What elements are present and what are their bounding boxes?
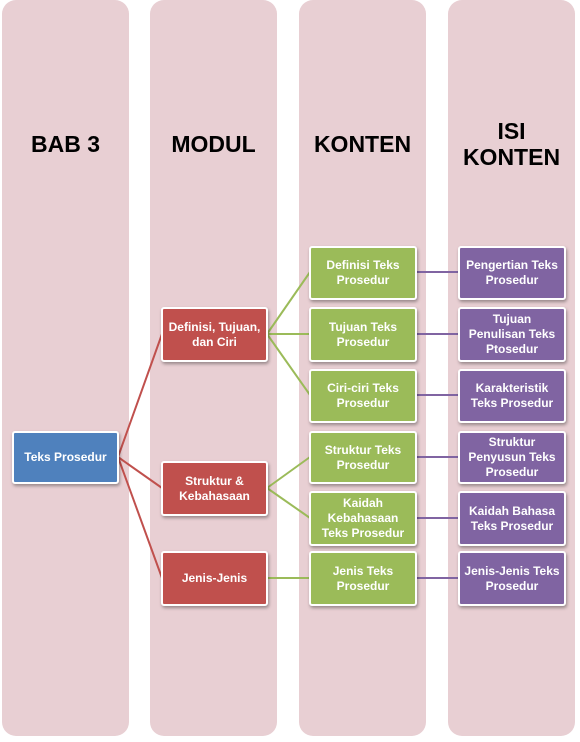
node-konten-4: Struktur Teks Prosedur — [309, 431, 417, 484]
column-title-bab: BAB 3 — [30, 131, 100, 157]
root-connectors — [117, 333, 163, 579]
node-isi-konten-2: Tujuan Penulisan Teks Ptosedur — [458, 307, 566, 362]
connector-modul-konten-3 — [266, 333, 311, 396]
connector-root-modul-3 — [117, 456, 163, 579]
node-konten-3: Ciri-ciri Teks Prosedur — [309, 369, 417, 423]
konten-connectors — [416, 271, 459, 579]
connector-modul-konten-5 — [266, 487, 311, 519]
connector-root-modul-2 — [117, 456, 163, 489]
node-isi-konten-6: Jenis-Jenis Teks Prosedur — [458, 551, 566, 606]
node-konten-2: Tujuan Teks Prosedur — [309, 307, 417, 362]
column-konten: KONTEN — [299, 0, 426, 736]
connector-modul-konten-1 — [266, 271, 311, 335]
column-title-isi-konten: ISI KONTEN — [462, 118, 561, 171]
modul-connectors — [266, 271, 311, 579]
column-modul: MODUL — [150, 0, 277, 736]
node-isi-konten-1: Pengertian Teks Prosedur — [458, 246, 566, 300]
column-title-konten: KONTEN — [313, 131, 412, 157]
column-title-modul: MODUL — [171, 131, 256, 157]
node-konten-5: Kaidah Kebahasaan Teks Prosedur — [309, 491, 417, 546]
connector-root-modul-1 — [117, 333, 163, 458]
node-modul-2: Struktur & Kebahasaan — [161, 461, 268, 516]
node-isi-konten-4: Struktur Penyusun Teks Prosedur — [458, 431, 566, 484]
connector-modul-konten-4 — [266, 456, 311, 489]
node-modul-3: Jenis-Jenis — [161, 551, 268, 606]
node-isi-konten-3: Karakteristik Teks Prosedur — [458, 369, 566, 423]
column-isi-konten: ISI KONTEN — [448, 0, 575, 736]
column-bab: BAB 3 — [2, 0, 129, 736]
node-modul-1: Definisi, Tujuan, dan Ciri — [161, 307, 268, 362]
node-konten-1: Definisi Teks Prosedur — [309, 246, 417, 300]
node-isi-konten-5: Kaidah Bahasa Teks Prosedur — [458, 491, 566, 546]
node-konten-6: Jenis Teks Prosedur — [309, 551, 417, 606]
node-root: Teks Prosedur — [12, 431, 119, 484]
